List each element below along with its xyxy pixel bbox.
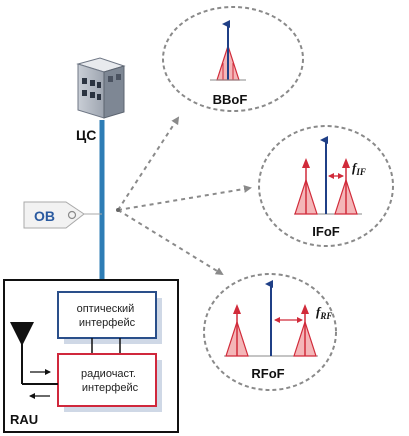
bubble-ifof-label: IFoF [312,224,339,239]
rau-label: RAU [10,412,38,427]
rfof-freq-label: fRF [316,304,332,321]
ifof-freq-label: fIF [352,160,366,177]
antenna-icon [10,322,58,385]
arrow-to-ifof [117,185,252,211]
radio-interface-label: радиочаст. интерфейс [81,368,139,394]
central-station-building-icon [76,57,126,119]
optical-interface-box [57,291,157,339]
bubble-bbof-label: BBoF [213,92,248,107]
radio-interface-box [57,353,157,407]
bubble-rfof: fRF RFoF [203,273,337,391]
bubble-ifof: fIF IFoF [258,125,394,247]
central-station-label: ЦС [76,127,96,143]
fiber-tag-hole-icon [67,210,77,220]
bubble-rfof-label: RFoF [251,366,284,381]
bubble-bbof: BBoF [162,6,304,112]
optical-interface-label: оптический интерфейс [77,303,138,329]
fiber-label: ОВ [34,208,55,224]
fiber-junction-dot [116,208,120,212]
dashed-arrows [117,116,252,276]
arrow-to-rfof [117,209,224,276]
arrow-to-bbof [117,116,180,211]
fiber-tag [23,201,102,229]
